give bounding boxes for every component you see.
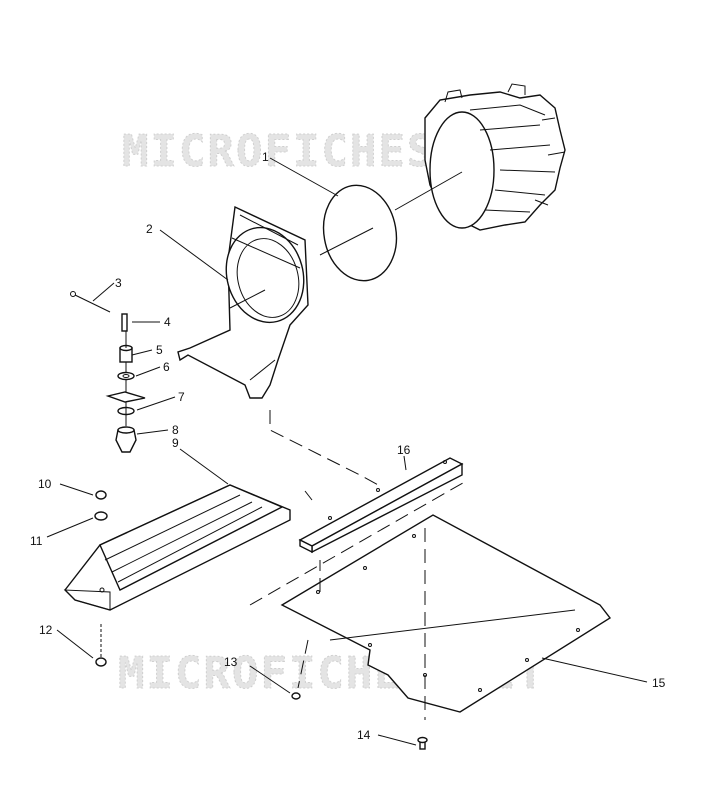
mounting-bar	[298, 457, 464, 554]
intake-adapter	[177, 205, 309, 399]
callout-8: 8	[172, 423, 179, 437]
assembly-lines	[125, 171, 469, 720]
callout-12: 12	[39, 623, 53, 637]
leader-lines	[46, 157, 648, 746]
callout-15: 15	[652, 676, 666, 690]
bolt-12	[95, 624, 107, 667]
callout-9: 9	[172, 436, 179, 450]
washer-6	[117, 371, 135, 381]
callout-13: 13	[224, 655, 238, 669]
skid-plate	[280, 514, 612, 713]
cotter-pin	[70, 291, 111, 313]
fitting	[115, 426, 137, 453]
callout-3: 3	[115, 276, 122, 290]
screw-14	[417, 736, 428, 750]
callout-14: 14	[357, 728, 371, 742]
engine-housing	[424, 83, 566, 231]
ride-plate	[63, 484, 291, 611]
nut	[95, 490, 107, 500]
callout-6: 6	[163, 360, 170, 374]
pin	[121, 313, 128, 332]
callout-10: 10	[38, 477, 52, 491]
callout-11: 11	[30, 534, 43, 548]
callout-5: 5	[156, 343, 163, 357]
callout-16: 16	[397, 443, 411, 457]
callout-4: 4	[164, 315, 171, 329]
washer-11	[94, 511, 108, 521]
o-ring	[322, 184, 398, 282]
callout-7: 7	[178, 390, 185, 404]
screw-13	[291, 692, 301, 700]
callout-1: 1	[262, 150, 269, 164]
callout-2: 2	[146, 222, 153, 236]
